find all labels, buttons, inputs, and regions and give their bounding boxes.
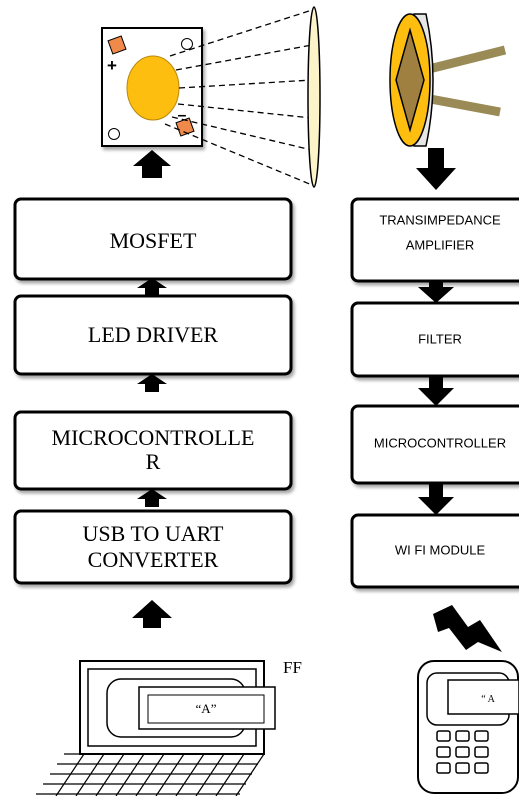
photodiode-diamond	[395, 27, 425, 133]
phone-icon: “ A	[417, 660, 519, 794]
microcontroller-left-box: MICROCONTROLLE R	[13, 410, 293, 491]
phone-keypad	[436, 730, 489, 774]
laptop-icon: “A”	[36, 660, 276, 796]
tia-box: TRANSIMPEDANCE AMPLIFIER	[350, 197, 519, 283]
phone-screen-text: “ A	[481, 694, 495, 705]
light-beams	[164, 9, 313, 186]
wifi-box: WI FI MODULE	[350, 513, 519, 589]
microcontroller-right-label: MICROCONTROLLER	[374, 435, 506, 450]
led-driver-label: LED DRIVER	[88, 322, 218, 347]
laptop-keyboard	[36, 753, 265, 796]
led-hole-top	[181, 38, 193, 50]
led-chip: + –	[101, 27, 203, 147]
usb-uart-label-line2: CONVERTER	[88, 547, 219, 572]
filter-box: FILTER	[350, 301, 519, 378]
wifi-label: WI FI MODULE	[395, 542, 486, 557]
usb-uart-box: USB TO UART CONVERTER	[13, 509, 293, 585]
phone-message-card	[447, 679, 519, 715]
left-arrows	[132, 150, 172, 628]
right-arrows	[416, 148, 456, 515]
led-driver-box: LED DRIVER	[13, 294, 293, 376]
ff-label: FF	[283, 658, 302, 677]
led-hole-bottom	[108, 128, 120, 140]
led-plus-sign: +	[107, 56, 117, 75]
photodiode	[389, 13, 507, 147]
microcontroller-left-label-line2: R	[146, 449, 161, 474]
microcontroller-right-box: MICROCONTROLLER	[350, 404, 519, 485]
lightning-bolt-icon	[433, 605, 502, 652]
mosfet-label: MOSFET	[110, 228, 197, 253]
microcontroller-left-label-line1: MICROCONTROLLE	[52, 425, 255, 450]
led-pad-top	[107, 35, 127, 55]
filter-label: FILTER	[418, 331, 462, 346]
led-minus-sign: –	[178, 107, 187, 124]
led-emitter	[126, 55, 180, 121]
mosfet-box: MOSFET	[13, 197, 293, 281]
usb-uart-label-line1: USB TO UART	[83, 521, 224, 546]
tia-label-line1: TRANSIMPEDANCE	[379, 212, 501, 227]
laptop-screen-text: “A”	[196, 701, 217, 716]
tia-label-line2: AMPLIFIER	[406, 237, 475, 252]
lens	[307, 6, 321, 188]
